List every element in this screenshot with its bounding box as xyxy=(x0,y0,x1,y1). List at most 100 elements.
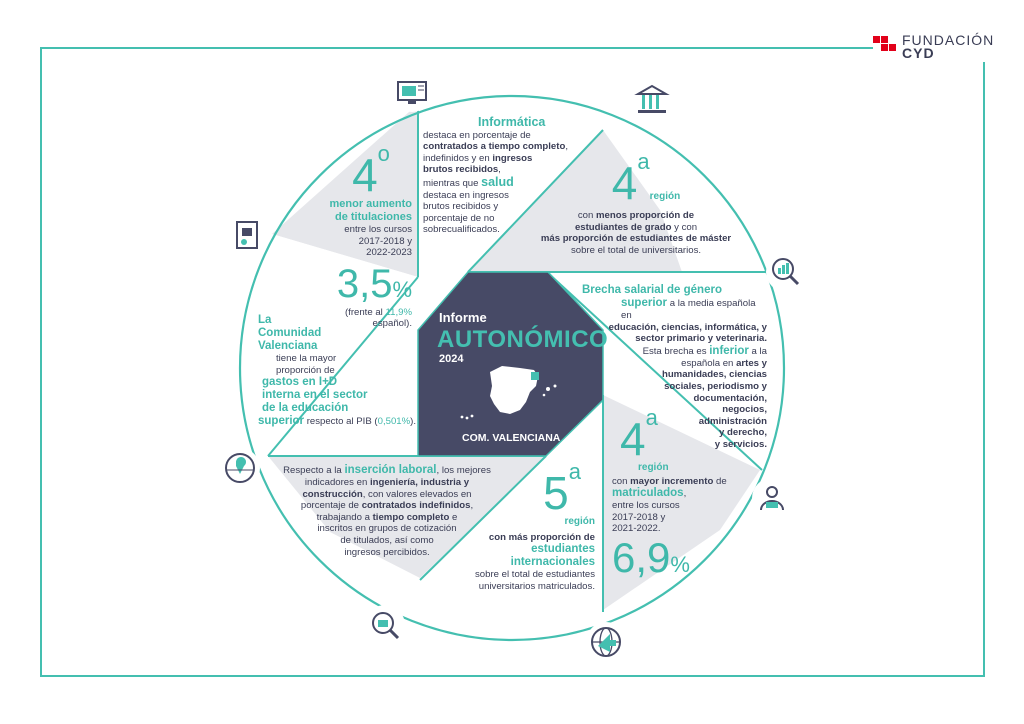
idi-highlight: interna en el sector xyxy=(262,389,368,402)
brecha-text: española en xyxy=(681,357,734,369)
informatica-text: porcentaje de no xyxy=(423,212,495,224)
matriculados-heading: matriculados xyxy=(612,487,684,500)
magnifier-chart-icon xyxy=(766,252,806,292)
logo-line2: CYD xyxy=(902,45,935,61)
titulaciones-number: 4 xyxy=(352,149,378,201)
titulaciones-text: 2017-2018 y xyxy=(358,235,412,247)
insercion-text: ingeniería, industria y xyxy=(369,477,470,488)
matriculados-text: entre los cursos xyxy=(612,500,680,512)
brecha-heading: superior xyxy=(621,297,668,309)
informatica-text: mientras que xyxy=(423,177,479,189)
bank-icon xyxy=(632,80,672,120)
idi-heading: Comunidad xyxy=(258,327,322,339)
internacionales-block: 5a región con más proporción de estudian… xyxy=(455,461,595,592)
titulaciones-block: 4o menor aumento de titulaciones entre l… xyxy=(300,143,413,330)
insercion-text: , xyxy=(470,500,474,512)
titulaciones-heading: de titulaciones xyxy=(334,211,412,223)
grado-region: región xyxy=(649,191,681,202)
informatica-block: Informática destaca en porcentaje de con… xyxy=(423,115,568,236)
matriculados-number: 4 xyxy=(620,413,646,465)
grado-text: estudiantes de grado xyxy=(574,221,672,233)
report-icon xyxy=(228,216,268,256)
fundacion-cyd-logo: FUNDACIÓN CYD xyxy=(873,32,993,62)
center-octagon xyxy=(417,271,604,457)
internacionales-number: 5 xyxy=(543,467,569,519)
matriculados-region: región xyxy=(638,462,669,473)
insercion-text: , los mejores xyxy=(436,465,491,476)
grado-text: sobre el total de universitarios. xyxy=(570,244,702,256)
segment-idi xyxy=(245,234,418,500)
segment-titulaciones xyxy=(272,104,418,277)
brecha-text: a la xyxy=(751,345,767,357)
informatica-text: destaca en ingresos xyxy=(423,189,509,201)
titulaciones-text: entre los cursos xyxy=(344,224,412,235)
grado-sup: a xyxy=(637,149,650,174)
insercion-text: Respecto a la xyxy=(283,465,342,476)
titulaciones-text: español). xyxy=(372,318,412,330)
segment-matriculados xyxy=(603,395,760,610)
center-informe: Informe xyxy=(439,310,487,325)
matriculados-text: 2017-2018 y xyxy=(612,511,666,523)
idi-value: 0,501% xyxy=(377,416,411,428)
insercion-text: tiempo completo xyxy=(372,511,450,523)
internacionales-heading: estudiantes xyxy=(531,543,595,556)
student-icon xyxy=(752,478,792,518)
internacionales-text: con más proporción de xyxy=(488,531,595,543)
spain-map-icon xyxy=(460,366,557,420)
center-year: 2024 xyxy=(439,353,464,365)
brecha-text: Esta brecha es xyxy=(642,345,707,357)
brecha-text: negocios, xyxy=(722,404,767,416)
brecha-text: humanidades, ciencias xyxy=(661,369,767,381)
brecha-text: administración xyxy=(698,415,767,427)
brecha-text: inferior xyxy=(709,344,749,357)
titulaciones-pct: % xyxy=(392,276,412,302)
informatica-title: Informática xyxy=(478,115,546,129)
titulaciones-text: 11,9% xyxy=(385,306,413,318)
brecha-text: sector primario y veterinaria. xyxy=(635,333,767,345)
insercion-block: Respecto a la inserción laboral, los mej… xyxy=(282,464,492,558)
matriculados-text: de xyxy=(716,475,727,487)
brecha-text: sociales, periodismo y xyxy=(664,380,767,392)
matriculados-pct: % xyxy=(670,551,690,577)
insercion-text: de titulados, así como xyxy=(340,534,434,546)
informatica-text: brutos recibidos xyxy=(423,164,499,176)
grado-block: 4aregión con menos proporción de estudia… xyxy=(516,151,756,256)
idi-text: proporción de xyxy=(276,364,335,376)
brecha-text: documentación, xyxy=(693,392,767,404)
insercion-text: trabajando a xyxy=(316,511,370,523)
logo-line1: FUNDACIÓN xyxy=(902,32,995,48)
grado-number: 4 xyxy=(611,157,638,209)
matriculados-sup: a xyxy=(645,405,658,430)
insercion-text: porcentaje de xyxy=(300,500,360,512)
internacionales-sup: a xyxy=(568,459,581,484)
idi-heading: Valenciana xyxy=(258,340,318,352)
insercion-text: , con valores elevados en xyxy=(362,488,472,500)
brecha-text: artes y xyxy=(736,357,767,369)
computer-icon xyxy=(392,72,432,112)
globe-arrow-icon xyxy=(586,622,626,662)
idi-block: La Comunidad Valenciana tiene la mayor p… xyxy=(258,314,428,428)
titulaciones-text: (frente al xyxy=(344,306,383,318)
brecha-text: a la media española en xyxy=(621,298,756,321)
matriculados-value: 6,9 xyxy=(612,533,671,581)
insercion-text: construcción xyxy=(302,488,363,500)
idi-text: ). xyxy=(410,416,417,428)
insercion-text: ingresos percibidos. xyxy=(344,546,430,558)
idi-heading: La xyxy=(258,314,272,326)
informatica-text: indefinidos y en xyxy=(423,152,490,164)
informatica-text: salud xyxy=(481,174,514,189)
insercion-text: e xyxy=(452,511,458,523)
grado-text: más proporción de estudiantes de máster xyxy=(540,233,732,245)
segment-insercion xyxy=(268,456,546,578)
brecha-text: y derecho, xyxy=(719,427,767,439)
idi-text: tiene la mayor xyxy=(276,353,337,364)
matriculados-text: 2021-2022. xyxy=(612,523,661,535)
insercion-text: indicadores en xyxy=(304,477,368,488)
internacionales-text: universitarios matriculados. xyxy=(478,580,595,592)
insercion-text: inscritos en grupos de cotización xyxy=(317,523,457,535)
idi-highlight: superior xyxy=(258,415,305,428)
titulaciones-text: 2022-2023 xyxy=(366,247,412,259)
insercion-text: contratados indefinidos xyxy=(361,500,471,512)
internacionales-heading: internacionales xyxy=(510,556,595,569)
